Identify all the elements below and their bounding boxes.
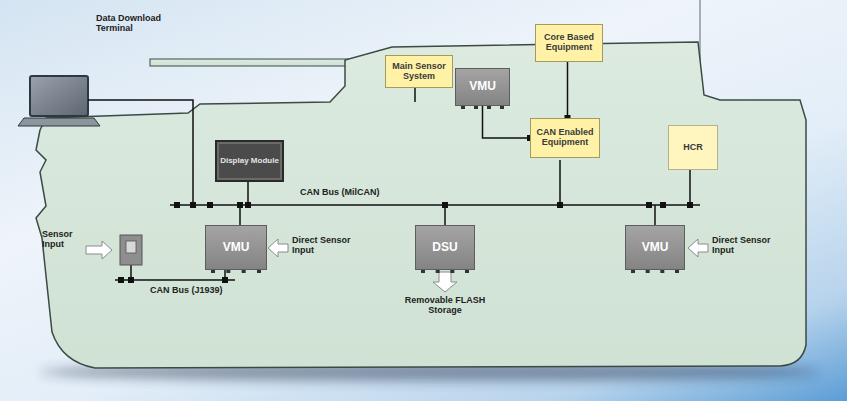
annotation-label: CAN Bus (MilCAN): [300, 188, 410, 198]
equipment-box: HCR: [668, 125, 718, 170]
vehicle-management-unit: VMU: [205, 225, 267, 270]
signal-arrows: [86, 239, 708, 292]
box-label: Display Module: [220, 157, 279, 166]
box-label: Main Sensor System: [386, 62, 452, 82]
box-label: CAN Enabled Equipment: [531, 128, 599, 148]
can-bus-wiring: [88, 88, 700, 225]
vehicle-hull: [36, 42, 806, 368]
equipment-box: CAN Enabled Equipment: [530, 118, 600, 158]
bus-nodes: [174, 202, 693, 208]
sensor-unit-face: [126, 241, 136, 253]
annotation-label: Sensor Input: [42, 230, 84, 250]
module-pins: [211, 105, 679, 273]
j1939-nodes: [118, 277, 228, 283]
laptop-base: [18, 118, 100, 126]
data-storage-unit: DSU: [415, 225, 475, 270]
vehicle-management-unit: VMU: [455, 68, 510, 106]
box-label: VMU: [223, 241, 250, 254]
box-label: DSU: [432, 241, 457, 254]
display-module: Display Module: [215, 140, 284, 182]
laptop-screen: [30, 76, 88, 116]
annotation-label: Direct Sensor Input: [292, 236, 352, 256]
annotation-label: Direct Sensor Input: [712, 236, 772, 256]
sensor-unit: [120, 235, 142, 265]
box-label: VMU: [469, 80, 496, 93]
equipment-box: Main Sensor System: [385, 55, 453, 88]
equipment-box: Core Based Equipment: [535, 24, 603, 62]
annotation-label: Data Download Terminal: [96, 14, 166, 34]
connector: [567, 62, 569, 118]
annotation-label: Removable FLASH Storage: [392, 296, 498, 316]
box-label: HCR: [683, 143, 703, 153]
box-label: Core Based Equipment: [536, 33, 602, 53]
vehicle-management-unit: VMU: [625, 225, 685, 270]
connector: [483, 106, 531, 138]
box-label: VMU: [642, 241, 669, 254]
annotation-label: CAN Bus (J1939): [150, 286, 250, 296]
